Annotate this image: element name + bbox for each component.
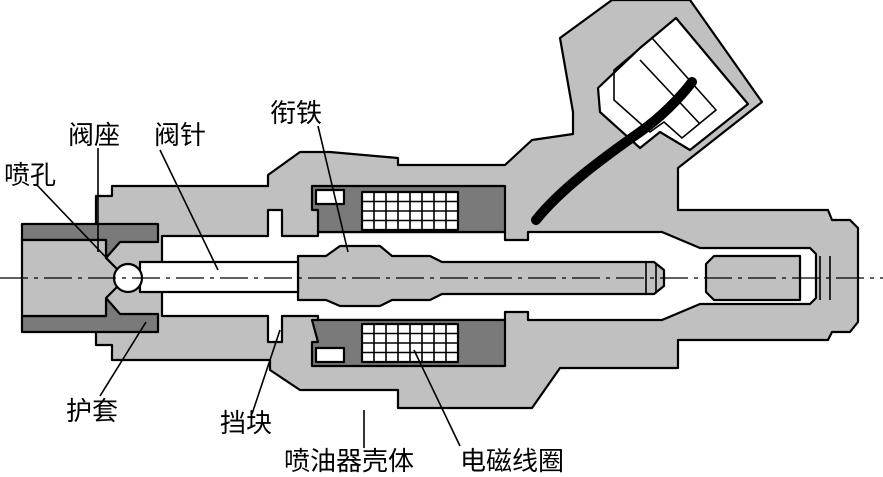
leader-solenoid-coil	[413, 349, 461, 447]
label-sleeve: 护套	[66, 397, 118, 427]
leader-lines	[35, 125, 461, 448]
coil-wire	[531, 77, 697, 225]
connector-terminal	[613, 36, 718, 140]
leader-armature	[317, 125, 349, 253]
label-nozzle-hole: 喷孔	[4, 161, 56, 191]
label-needle-valve: 阀针	[154, 121, 206, 151]
solenoid-coil-upper	[360, 190, 460, 232]
leader-needle-valve	[159, 149, 219, 271]
label-valve-seat: 阀座	[68, 121, 120, 151]
leader-stop-block	[251, 329, 281, 415]
label-stop-block: 挡块	[220, 409, 272, 439]
insert-upper	[314, 188, 346, 206]
label-armature: 衔铁	[270, 99, 322, 129]
needle-valve	[138, 260, 300, 294]
solenoid-coil-lower	[360, 322, 460, 364]
armature	[296, 244, 666, 308]
insert-lower	[314, 346, 346, 364]
armature-grooves	[645, 262, 657, 294]
label-solenoid-coil: 电磁线圈	[460, 447, 564, 477]
connector-pin	[639, 59, 701, 125]
leader-nozzle-hole	[35, 183, 119, 271]
leader-sleeve	[99, 321, 147, 397]
label-injector-housing: 喷油器壳体	[284, 447, 414, 477]
